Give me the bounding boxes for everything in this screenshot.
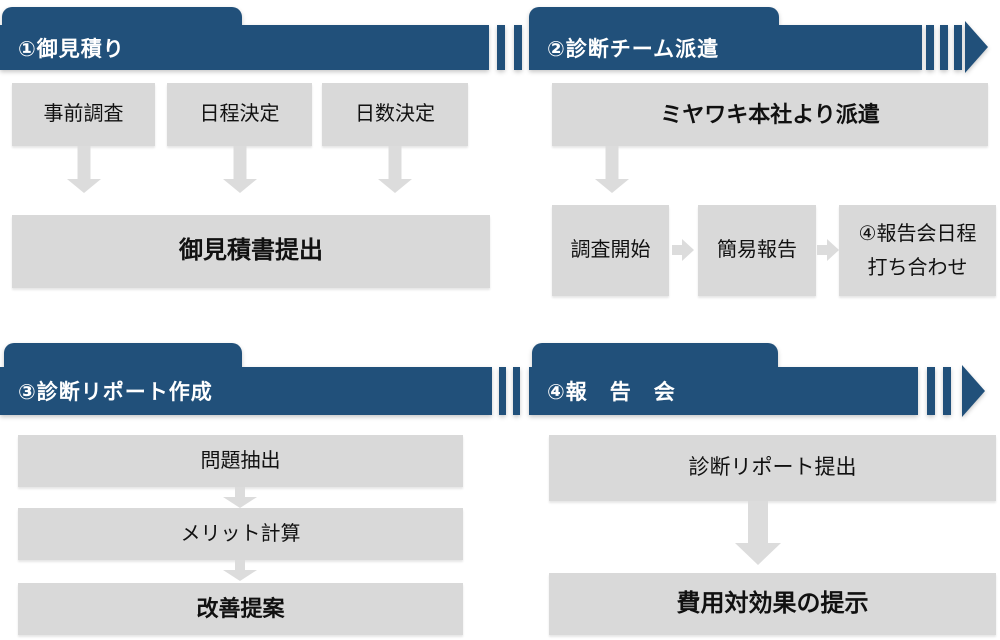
- box-label: ミヤワキ本社より派遣: [660, 101, 880, 127]
- step-label: 日程決定: [199, 103, 280, 125]
- step-label: 問題抽出: [200, 449, 281, 472]
- section-header-meeting: ④報 告 会: [529, 343, 1000, 421]
- header-arrowhead-icon: [965, 21, 988, 73]
- down-arrow-icon: [223, 487, 257, 508]
- header-bar: ③診断リポート作成: [0, 367, 492, 415]
- step-label: 事前調査: [43, 103, 124, 125]
- step-box-meeting-schedule: ④報告会日程 打ち合わせ: [839, 205, 996, 296]
- step-label-line1: ④報告会日程: [858, 222, 977, 245]
- down-arrow-icon: [67, 146, 101, 193]
- step-label: 日数決定: [355, 103, 435, 125]
- right-arrow-icon: [817, 239, 839, 261]
- step-box-brief-report: 簡易報告: [698, 205, 816, 296]
- step-label-line2: 打ち合わせ: [867, 256, 968, 279]
- step-label: 簡易報告: [717, 239, 797, 261]
- header-stripe: [927, 367, 935, 415]
- header-stripe: [926, 25, 934, 70]
- section-title-report: ③診断リポート作成: [18, 381, 213, 404]
- down-arrow-icon: [378, 146, 412, 193]
- down-arrow-icon: [223, 560, 257, 581]
- step-box-pre-survey: 事前調査: [12, 83, 155, 146]
- header-stripe: [514, 25, 522, 70]
- header-stripe: [497, 25, 505, 70]
- step-label: 診断リポート提出: [688, 455, 857, 479]
- result-label: 費用対効果の提示: [676, 589, 869, 617]
- result-box-cost-effectiveness: 費用対効果の提示: [549, 573, 996, 635]
- result-box-quote-submission: 御見積書提出: [12, 215, 490, 288]
- down-arrow-icon: [595, 146, 629, 193]
- result-label: 改善提案: [196, 596, 285, 622]
- down-arrow-icon: [223, 146, 257, 193]
- step-label: メリット計算: [180, 522, 301, 545]
- step-box-days: 日数決定: [322, 83, 468, 146]
- section-header-report: ③診断リポート作成: [0, 343, 522, 417]
- step-label: 調査開始: [570, 239, 651, 261]
- section-title-quote: ①御見積り: [18, 37, 125, 61]
- result-box-improvement-proposal: 改善提案: [18, 583, 463, 635]
- header-arrowhead-icon: [962, 365, 985, 417]
- header-bar: ①御見積り: [0, 25, 489, 70]
- header-tab: [532, 343, 778, 369]
- header-stripe: [943, 367, 951, 415]
- section-title-dispatch: ②診断チーム派遣: [547, 37, 720, 61]
- down-arrow-icon: [735, 501, 781, 565]
- header-stripe: [513, 367, 520, 415]
- header-tab: [4, 343, 242, 369]
- header-stripe: [954, 25, 962, 70]
- section-header-quote: ①御見積り: [0, 0, 522, 74]
- result-label: 御見積書提出: [179, 237, 323, 265]
- section-title-meeting: ④報 告 会: [547, 381, 676, 404]
- step-box-merit-calculation: メリット計算: [18, 508, 463, 560]
- section-header-dispatch: ②診断チーム派遣: [529, 0, 1000, 74]
- header-bar: ④報 告 会: [529, 367, 918, 415]
- step-box-schedule: 日程決定: [167, 83, 312, 146]
- step-box-report-submission: 診断リポート提出: [549, 435, 996, 501]
- step-box-problem-extraction: 問題抽出: [18, 435, 463, 487]
- header-stripe: [940, 25, 948, 70]
- header-stripe: [499, 367, 506, 415]
- header-bar: ②診断チーム派遣: [529, 25, 922, 70]
- box-hq-dispatch: ミヤワキ本社より派遣: [552, 83, 988, 146]
- right-arrow-icon: [672, 239, 694, 261]
- step-box-survey-start: 調査開始: [552, 205, 669, 296]
